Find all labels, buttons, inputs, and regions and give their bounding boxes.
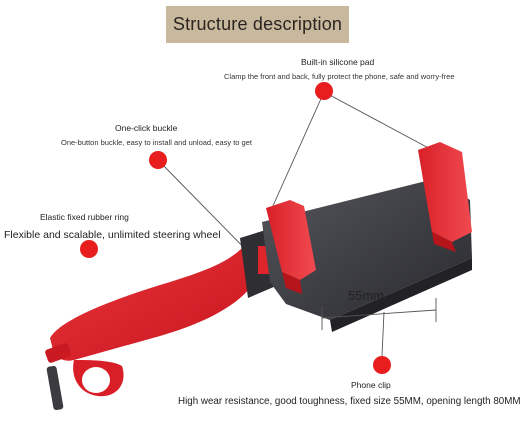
dimension-label: 55mm (348, 288, 385, 303)
left-clip-pad (266, 200, 316, 280)
phone-clip-heading: Phone clip (351, 380, 391, 390)
buckle-marker (149, 151, 167, 169)
rubber-ring-marker (80, 240, 98, 258)
page-title: Structure description (166, 6, 349, 43)
silicone-pad-detail: Clamp the front and back, fully protect … (224, 72, 455, 81)
rubber-ring-heading: Elastic fixed rubber ring (40, 212, 129, 222)
rubber-strap (50, 244, 262, 361)
silicone-pad-heading: Built-in silicone pad (301, 57, 375, 67)
buckle-detail: One-button buckle, easy to install and u… (61, 138, 252, 147)
phone-clip-marker (373, 356, 391, 374)
holder-body (262, 178, 472, 320)
phone-holder-illustration (45, 91, 472, 411)
dimension-line (321, 298, 437, 330)
right-clip-pad (418, 142, 472, 242)
leader-lines (88, 91, 437, 357)
phone-clip-detail: High wear resistance, good toughness, fi… (178, 396, 521, 407)
structure-diagram: Structure description (4, 6, 521, 411)
rubber-ring-detail: Flexible and scalable, unlimited steerin… (4, 229, 221, 241)
buckle-heading: One-click buckle (115, 123, 178, 133)
silicone-pad-marker (315, 82, 333, 100)
